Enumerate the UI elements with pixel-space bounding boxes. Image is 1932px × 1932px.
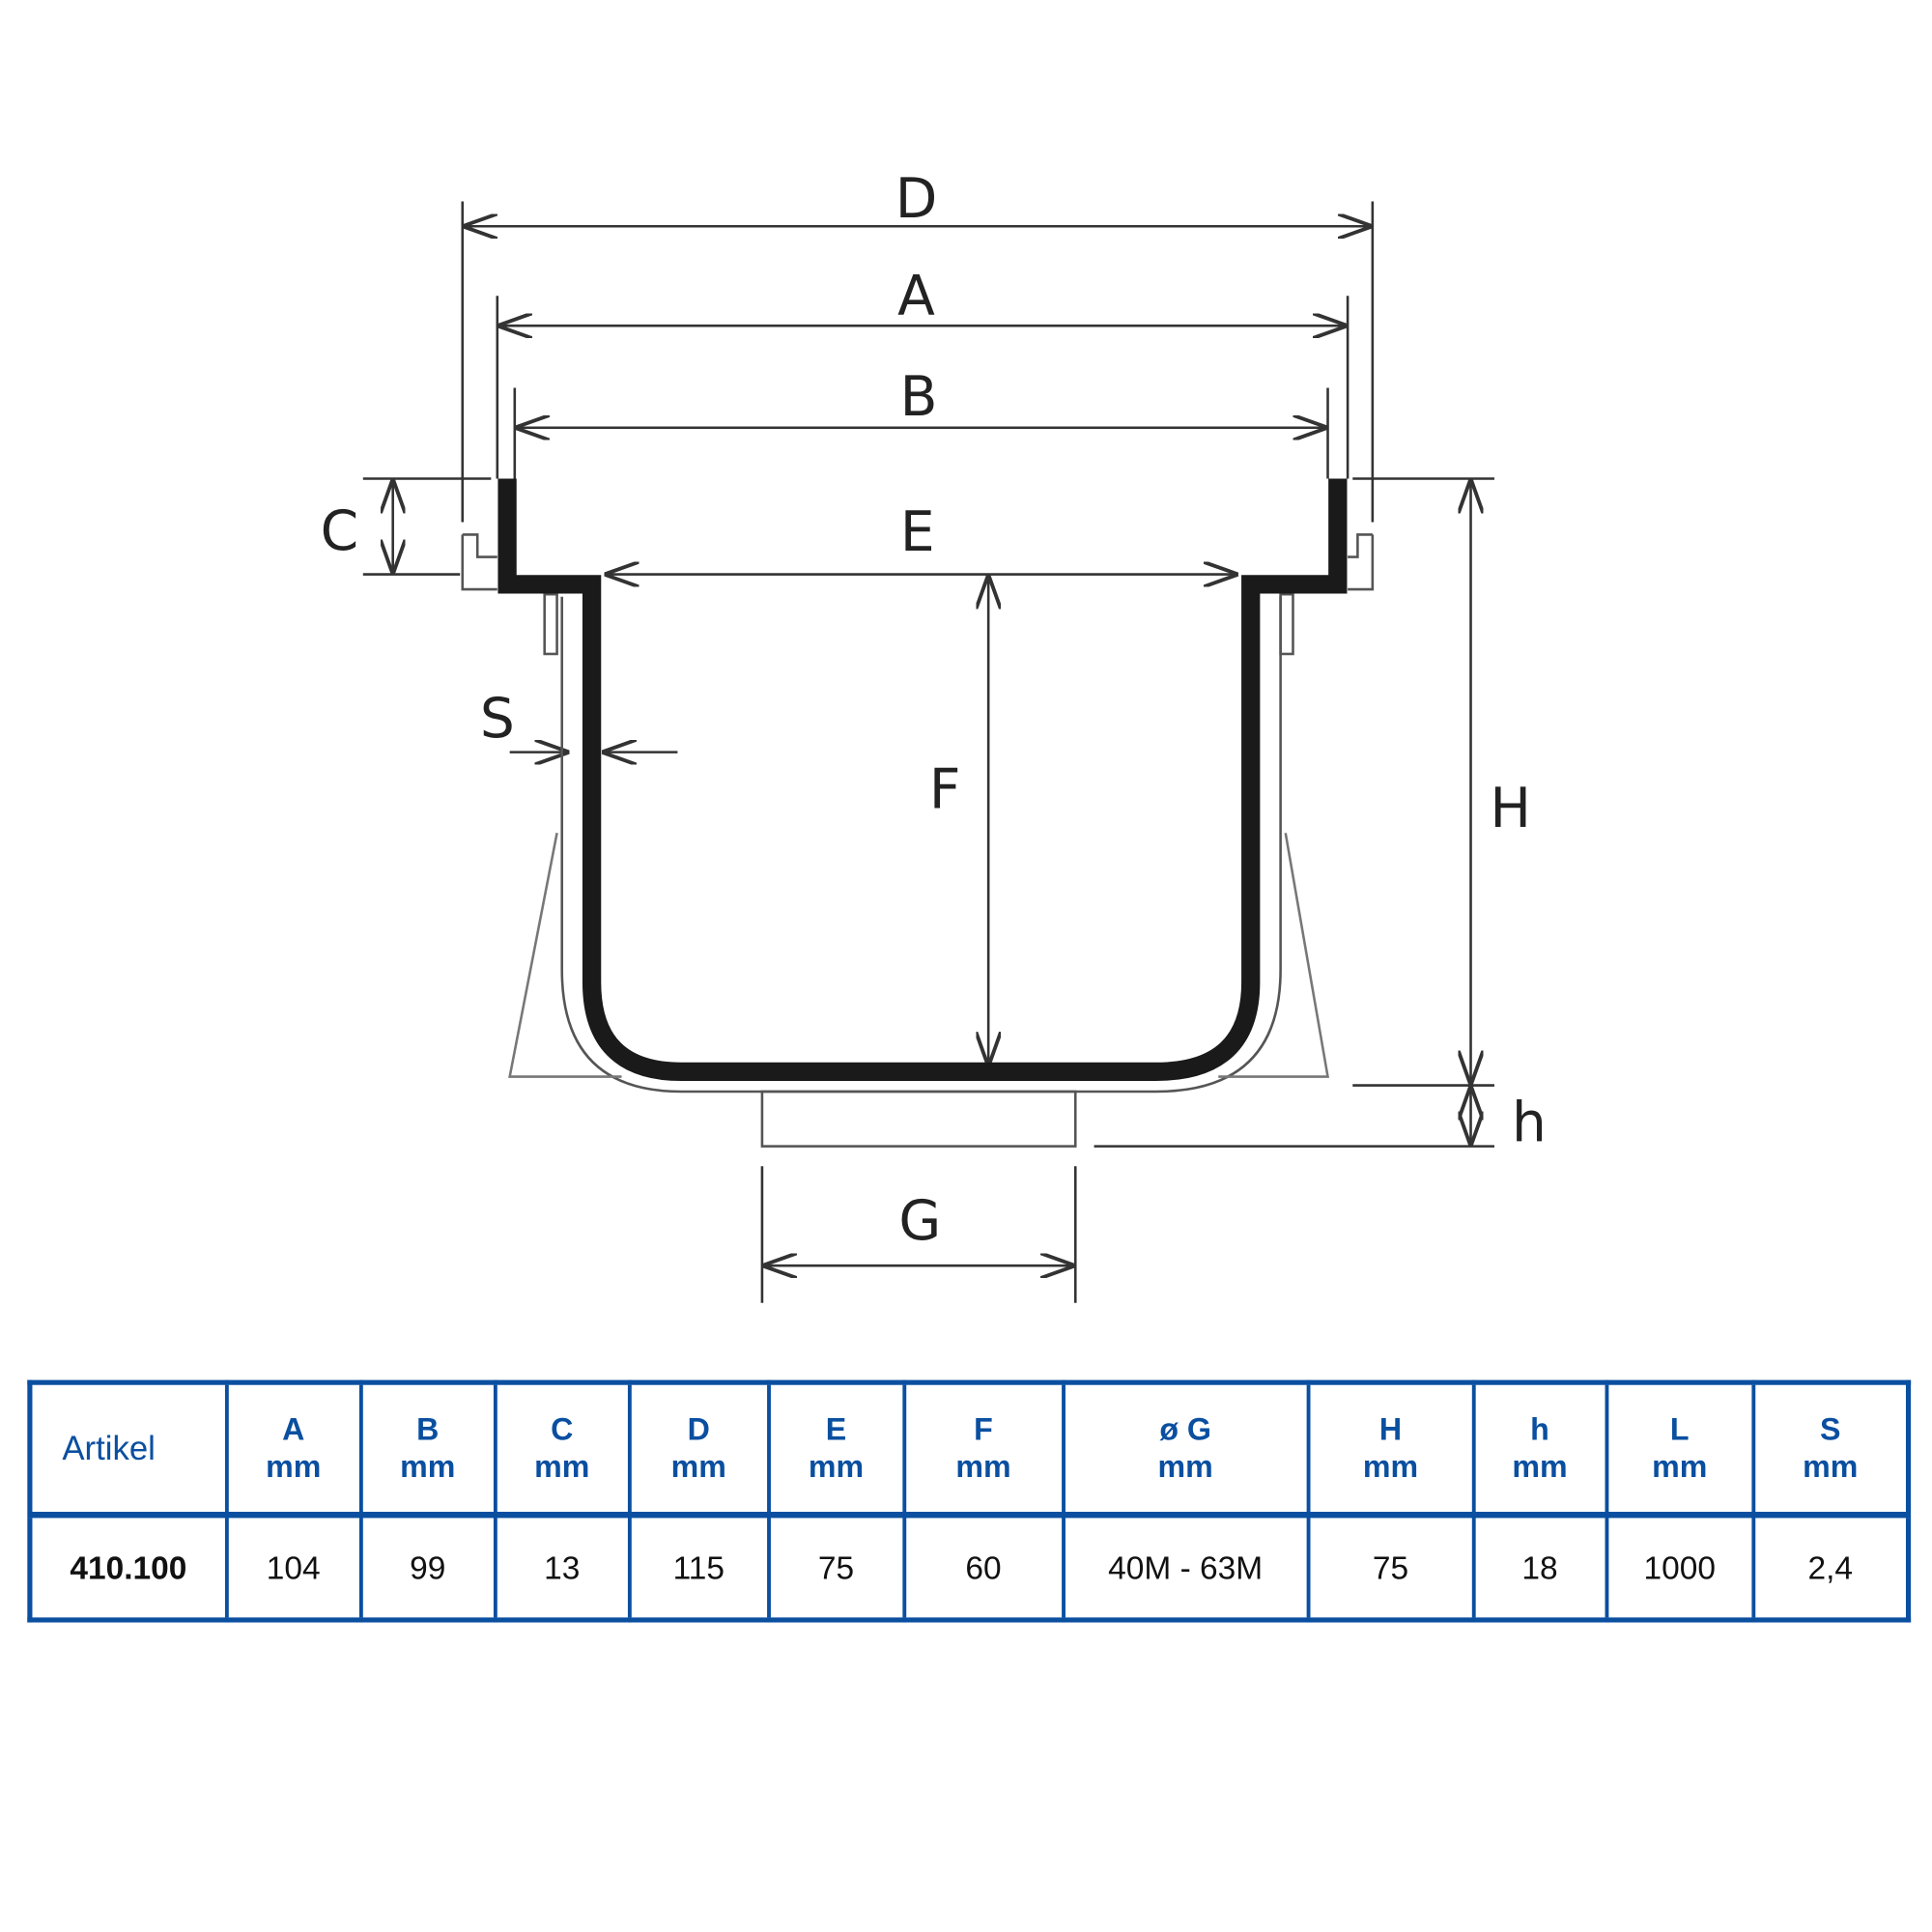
header-name: B: [416, 1412, 440, 1448]
dim-label-A: A: [897, 265, 935, 328]
dim-label-h: h: [1512, 1091, 1547, 1154]
header-name: C: [551, 1412, 574, 1448]
dim-label-E: E: [900, 500, 935, 564]
header-unit: mm: [534, 1449, 590, 1485]
header-name: A: [282, 1412, 305, 1448]
cell-b: 99: [358, 1513, 497, 1622]
cell-c: 13: [493, 1513, 632, 1622]
header-name: S: [1820, 1412, 1841, 1448]
cell-g: 40M - 63M: [1061, 1513, 1310, 1622]
header-unit: mm: [955, 1449, 1011, 1485]
header-unit: mm: [808, 1449, 865, 1485]
cell-e: 75: [766, 1513, 906, 1622]
dim-label-H: H: [1490, 777, 1531, 840]
dim-label-B: B: [900, 365, 938, 429]
table-row: 410.100 104 99 13 115 75 60 40M - 63M 75…: [27, 1513, 1911, 1622]
cell-artikel: 410.100: [27, 1513, 229, 1622]
header-unit: mm: [1652, 1449, 1708, 1485]
header-unit: mm: [400, 1449, 456, 1485]
cell-h-lower: 18: [1471, 1513, 1608, 1622]
header-name: F: [974, 1412, 993, 1448]
cell-h-upper: 75: [1305, 1513, 1476, 1622]
header-name: h: [1530, 1412, 1549, 1448]
dim-label-G: G: [898, 1189, 941, 1253]
header-name: ø G: [1159, 1412, 1211, 1448]
dim-label-D: D: [895, 167, 938, 231]
header-unit: mm: [670, 1449, 726, 1485]
header-name: H: [1378, 1412, 1403, 1448]
header-unit: mm: [1512, 1449, 1568, 1485]
header-name: L: [1669, 1412, 1690, 1448]
cell-l: 1000: [1604, 1513, 1755, 1622]
header-unit: mm: [266, 1449, 322, 1485]
cell-a: 104: [224, 1513, 363, 1622]
channel-cross-section-diagram: D A B C E S F H h G: [321, 167, 1547, 1303]
header-name: D: [687, 1412, 710, 1448]
header-unit: mm: [1157, 1449, 1213, 1485]
dim-label-C: C: [321, 499, 359, 563]
dim-label-S: S: [480, 687, 515, 751]
header-unit: mm: [1362, 1449, 1419, 1485]
header-artikel: Artikel: [27, 1380, 229, 1518]
cell-d: 115: [627, 1513, 771, 1622]
dim-label-F: F: [929, 758, 961, 822]
header-name: E: [825, 1412, 847, 1448]
cell-s: 2,4: [1750, 1513, 1911, 1622]
header-unit: mm: [1803, 1449, 1859, 1485]
cell-f: 60: [901, 1513, 1065, 1622]
